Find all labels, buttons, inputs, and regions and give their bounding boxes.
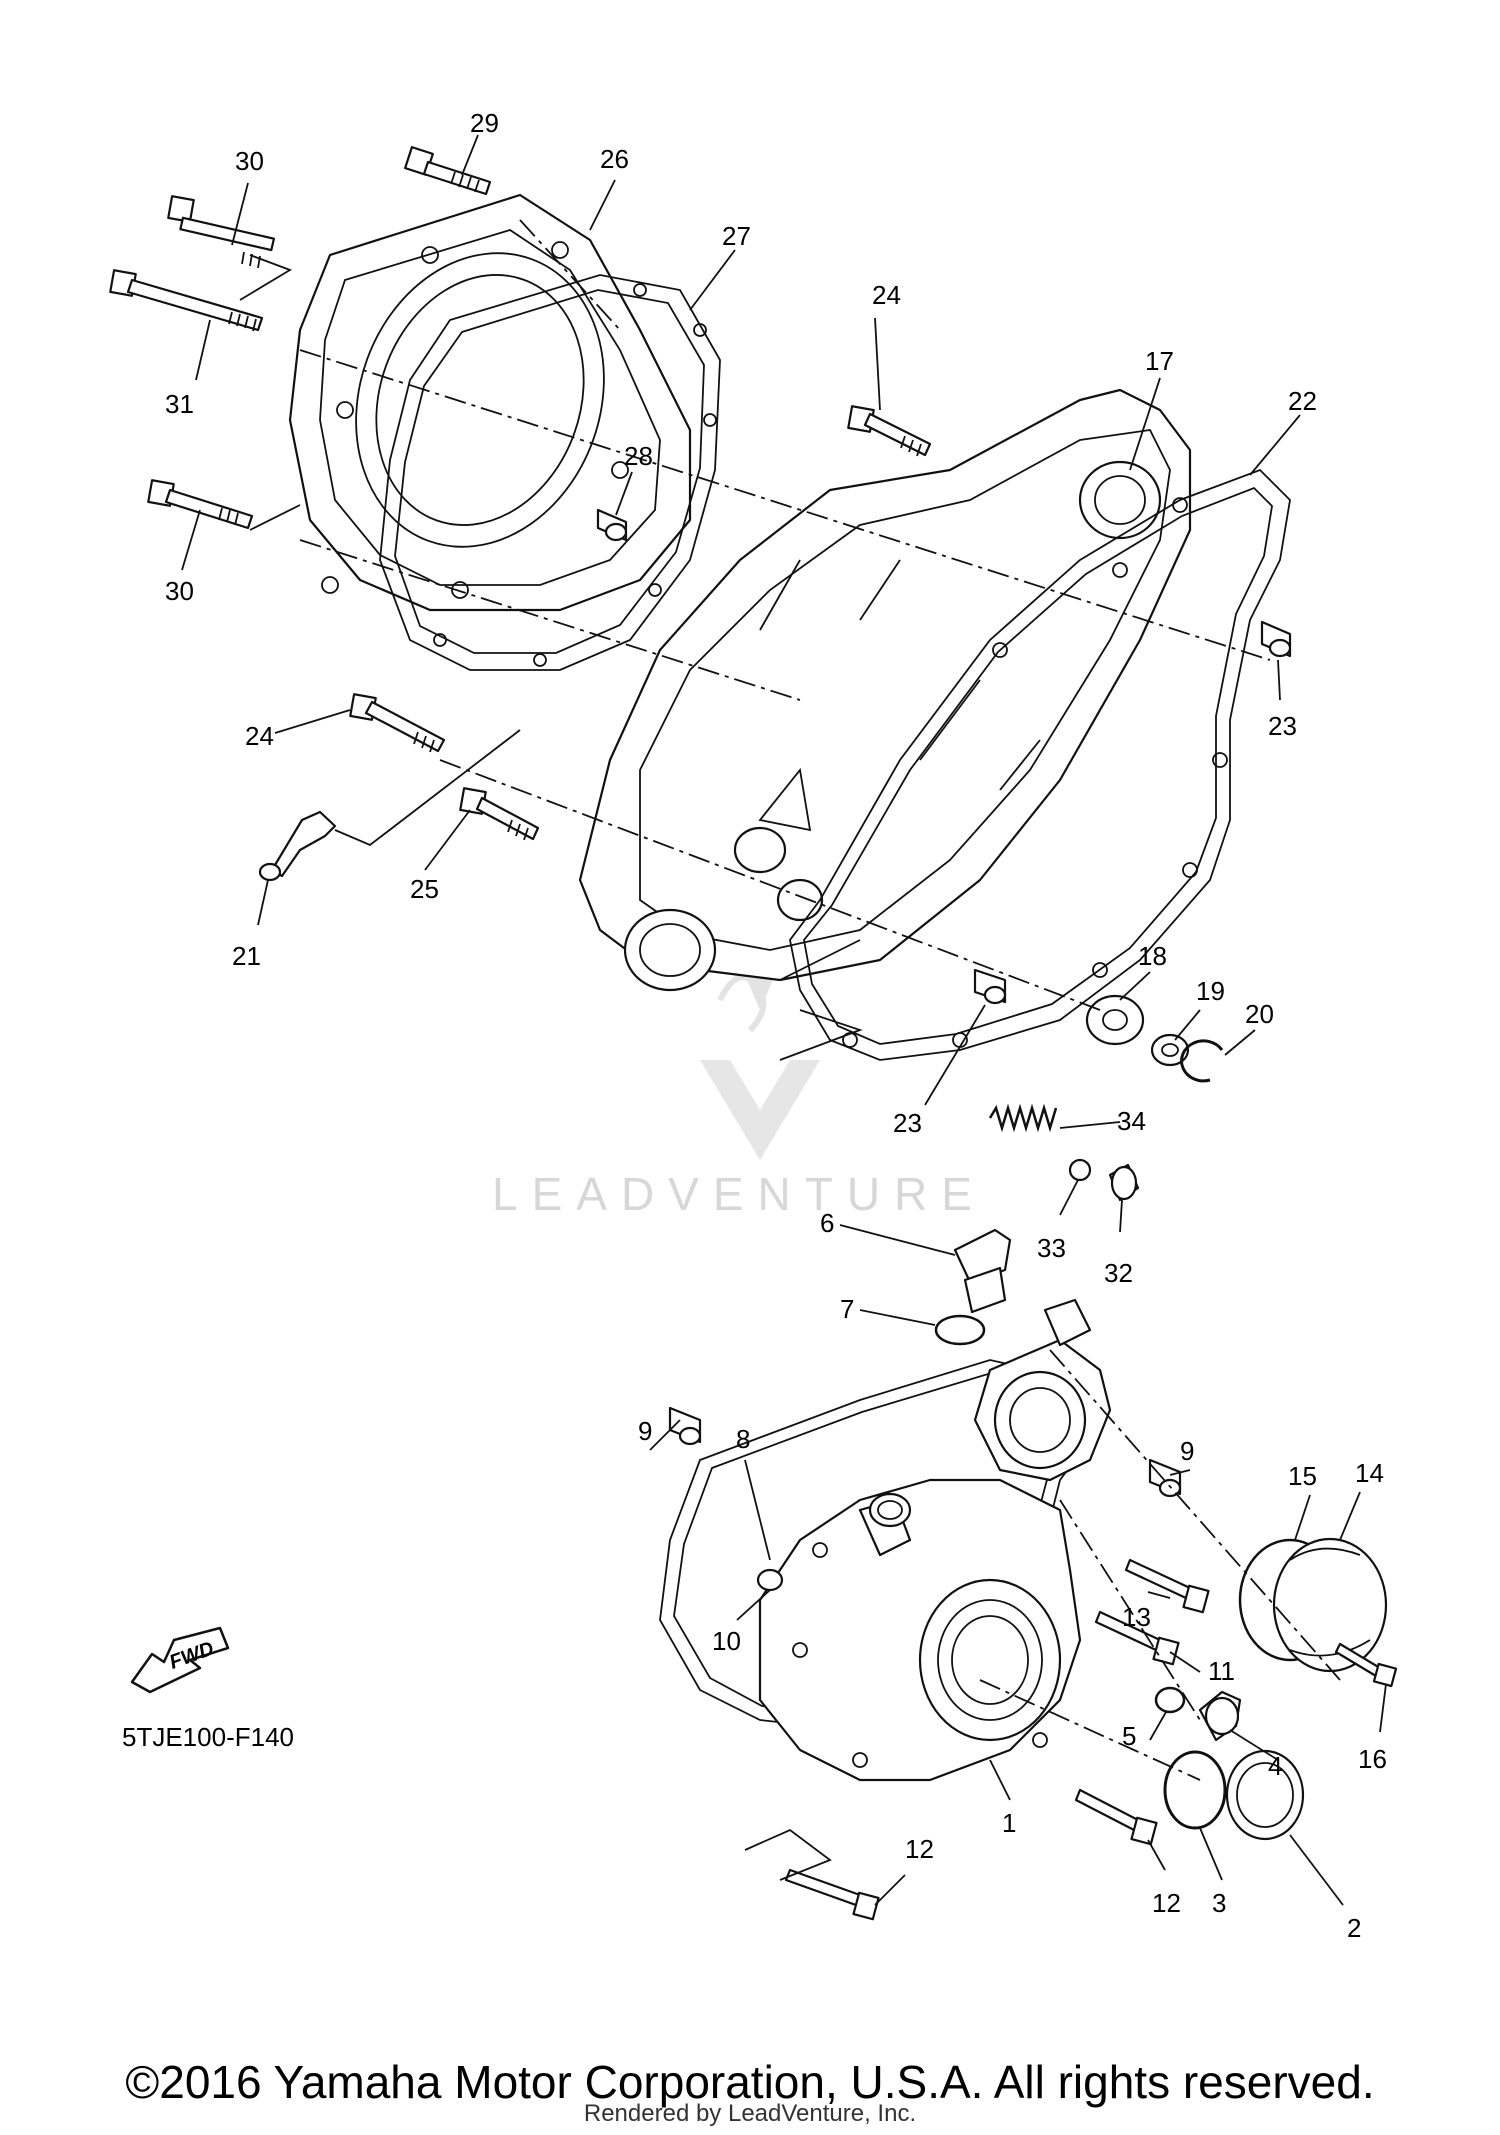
callout-33: 33: [1037, 1233, 1066, 1263]
bolt-31: [109, 269, 264, 332]
washer-5: [1154, 1686, 1186, 1714]
crankcase-cover-17: [578, 388, 1192, 992]
washer-19: [1150, 1033, 1190, 1067]
callout-3: 3: [1212, 1888, 1226, 1918]
o-ring-3: [1163, 1750, 1227, 1830]
callout-26: 26: [600, 144, 629, 174]
cover-2: [1225, 1749, 1305, 1841]
dowel-pin-23-lower: [973, 968, 1007, 1005]
circlip-20: [1180, 1039, 1224, 1083]
callout-16: 16: [1358, 1744, 1387, 1774]
callout-5: 5: [1122, 1721, 1136, 1751]
fitting-21: [258, 810, 337, 882]
cover-14: [1272, 1537, 1388, 1673]
plug-4: [1198, 1690, 1242, 1742]
callout-9-left: 9: [638, 1416, 652, 1446]
callout-28: 28: [624, 441, 653, 471]
bolt-12-right: [1074, 1788, 1158, 1846]
diagram-code: 5TJE100-F140: [122, 1722, 294, 1752]
watermark: LEADVENTURE: [492, 940, 986, 1220]
callout-23-lower: 23: [893, 1108, 922, 1138]
o-ring-7: [934, 1314, 986, 1346]
o-ring-10: [756, 1568, 784, 1592]
callout-14: 14: [1355, 1458, 1384, 1488]
group-brackets: [239, 254, 863, 1881]
crankcase-cover-1: [758, 1478, 1082, 1782]
callout-24-upper: 24: [872, 280, 901, 310]
callout-34: 34: [1117, 1106, 1146, 1136]
callout-8: 8: [736, 1424, 750, 1454]
callout-30-upper: 30: [235, 146, 264, 176]
crankcase-cover-gasket-22: [789, 468, 1291, 1061]
callout-20: 20: [1245, 999, 1274, 1029]
callout-2: 2: [1347, 1913, 1361, 1943]
bolt-13: [1124, 1558, 1210, 1614]
spring-34: [988, 1103, 1058, 1133]
callout-31: 31: [165, 389, 194, 419]
callout-4: 4: [1268, 1751, 1282, 1781]
watermark-text: LEADVENTURE: [492, 1168, 986, 1220]
clutch-cover-26: [288, 193, 692, 612]
oil-seal-18: [1085, 994, 1145, 1046]
rendered-by-notice: Rendered by LeadVenture, Inc.: [583, 2100, 917, 2127]
bolt-30-upper: [167, 195, 276, 269]
bolt-24-upper: [847, 405, 932, 457]
oil-filler-plug-6: [953, 1228, 1012, 1314]
callout-15: 15: [1288, 1461, 1317, 1491]
callout-32: 32: [1104, 1258, 1133, 1288]
callout-10: 10: [712, 1626, 741, 1656]
callout-7: 7: [840, 1294, 854, 1324]
dowel-pin-28: [596, 508, 628, 542]
callout-17: 17: [1145, 346, 1174, 376]
callout-labels: 29 30 26 27 31 28 30 24 17 22 23 24 25 2…: [165, 108, 1387, 1943]
dowel-pin-9-right: [1148, 1458, 1182, 1498]
callout-9-right: 9: [1180, 1436, 1194, 1466]
callout-6: 6: [820, 1208, 834, 1238]
bolt-24-lower: [349, 693, 446, 753]
clutch-cover-gasket-27: [379, 274, 721, 671]
callout-30-lower: 30: [165, 576, 194, 606]
bolt-30-lower: [147, 479, 254, 530]
bolt-25: [459, 787, 540, 841]
callout-12-left: 12: [905, 1834, 934, 1864]
callout-29: 29: [470, 108, 499, 138]
callout-21: 21: [232, 941, 261, 971]
callout-11: 11: [1208, 1656, 1235, 1686]
dowel-pin-9-left: [668, 1406, 702, 1446]
callout-25: 25: [410, 874, 439, 904]
callout-22: 22: [1288, 386, 1317, 416]
callout-1: 1: [1002, 1808, 1016, 1838]
bolt-11: [1094, 1610, 1180, 1666]
ball-33: [1068, 1158, 1092, 1182]
copyright-notice: ©2016 Yamaha Motor Corporation, U.S.A. A…: [125, 2056, 1375, 2108]
water-pump-housing: [973, 1298, 1112, 1482]
dowel-pin-23-upper: [1260, 620, 1292, 658]
bolt-29: [404, 146, 492, 196]
callout-23-upper: 23: [1268, 711, 1297, 741]
callout-13: 13: [1122, 1602, 1151, 1632]
callout-19: 19: [1196, 976, 1225, 1006]
callout-18: 18: [1138, 941, 1167, 971]
fwd-arrow-icon: FWD: [130, 1626, 230, 1694]
callout-12-right: 12: [1152, 1888, 1181, 1918]
bolt-12-left: [784, 1868, 880, 1921]
assembly-axes: [299, 219, 1341, 1781]
callout-27: 27: [722, 221, 751, 251]
bolt-16: [1334, 1642, 1398, 1688]
seal-32: [1108, 1163, 1140, 1202]
callout-24-lower: 24: [245, 721, 274, 751]
callout-leaders: [181, 134, 1387, 1906]
